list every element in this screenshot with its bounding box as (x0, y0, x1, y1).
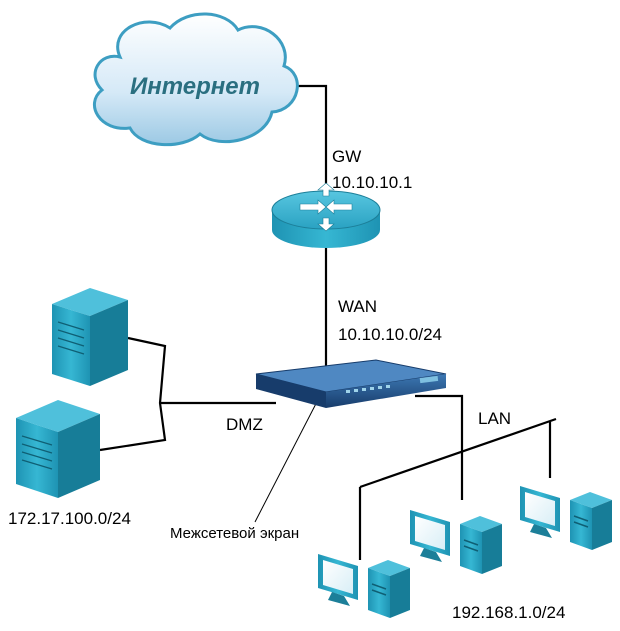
server-icon (52, 288, 128, 386)
wan-subnet: 10.10.10.0/24 (338, 325, 442, 344)
workstation-icon (318, 554, 410, 618)
router-icon (271, 182, 381, 248)
firewall-caption: Межсетевой экран (170, 525, 299, 542)
workstation-icon (520, 486, 612, 550)
server-icon (16, 400, 100, 498)
gw-name: GW (332, 147, 361, 166)
internet-cloud: Интернет (92, 12, 299, 147)
wan-name: WAN (338, 297, 377, 316)
firewall-icon (255, 359, 447, 408)
wire-dmz (99, 336, 276, 452)
cloud-label: Интернет (130, 73, 260, 100)
dmz-name: DMZ (226, 415, 263, 434)
lan-subnet: 192.168.1.0/24 (452, 603, 565, 622)
dmz-subnet: 172.17.100.0/24 (8, 509, 131, 528)
workstation-icon (410, 510, 502, 574)
firewall-pointer (254, 391, 323, 523)
gw-ip: 10.10.10.1 (332, 173, 412, 192)
wires (99, 84, 557, 560)
wire-lan (358, 394, 557, 560)
lan-name: LAN (478, 409, 511, 428)
